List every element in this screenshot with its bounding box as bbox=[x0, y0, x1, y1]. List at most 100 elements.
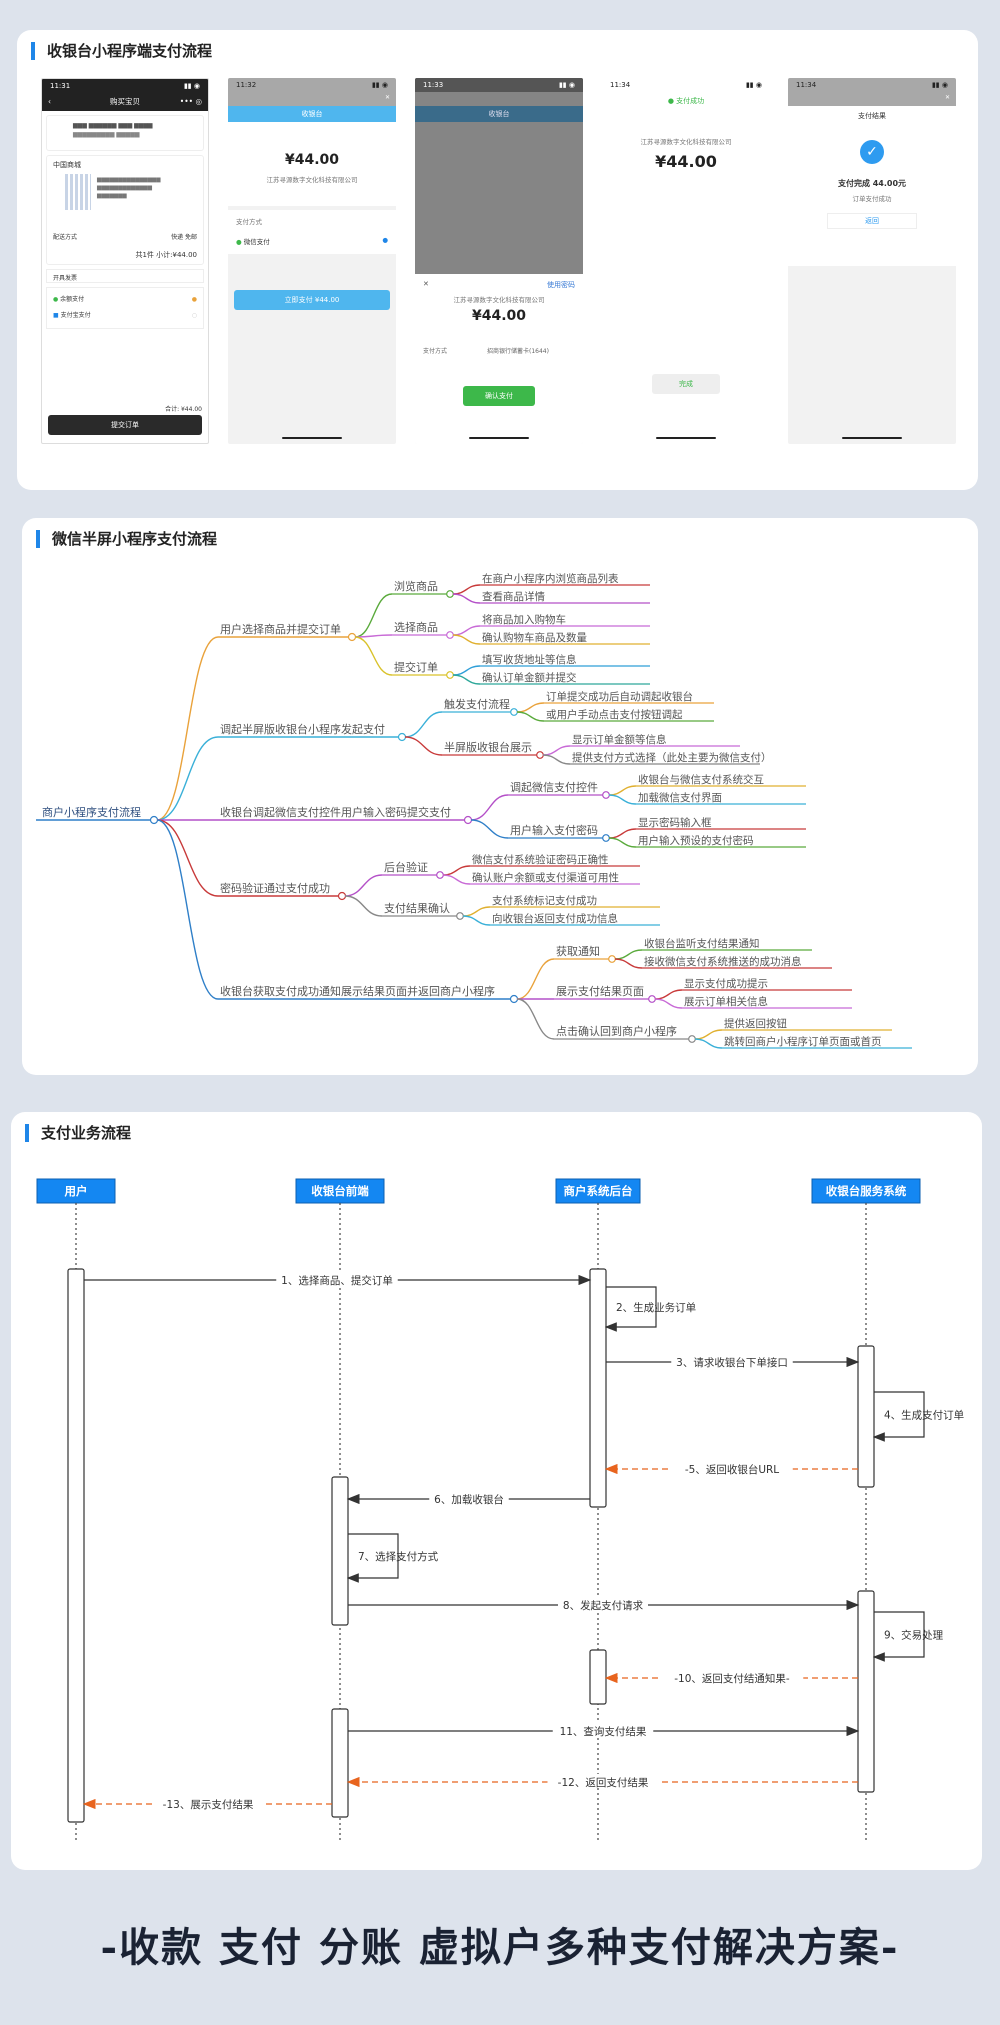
method-wechat[interactable]: ● 微信支付● bbox=[236, 236, 388, 246]
pay-now-button[interactable]: 立即支付 ¥44.00 bbox=[234, 290, 390, 310]
result-sub: 订单支付成功 bbox=[852, 195, 892, 203]
close-icon[interactable]: ✕ bbox=[384, 94, 390, 101]
merchant-name: 江苏寻源数字文化科技有限公司 bbox=[266, 176, 358, 184]
back-button[interactable]: 返回 bbox=[827, 213, 917, 229]
mindmap-leaf-connector bbox=[452, 593, 481, 604]
mindmap-leaf-connector bbox=[452, 634, 481, 645]
message-label: 3、请求收银台下单接口 bbox=[676, 1356, 788, 1369]
check-icon: ● bbox=[382, 236, 388, 244]
mindmap-leaf-label: 提供返回按钮 bbox=[724, 1017, 787, 1030]
mindmap-leaf-label: 微信支付系统验证密码正确性 bbox=[472, 853, 609, 866]
result-status: 支付完成 44.00元 bbox=[837, 179, 907, 188]
mindmap-leaf-connector bbox=[654, 998, 683, 1009]
mindmap-branch-connector bbox=[156, 819, 219, 1000]
pay-option-balance-label: 余额支付 bbox=[60, 296, 85, 303]
mindmap-leaf-label: 在商户小程序内浏览商品列表 bbox=[482, 572, 619, 585]
done-button[interactable]: 完成 bbox=[652, 374, 720, 394]
mindmap-leaf-label: 接收微信支付系统推送的成功消息 bbox=[644, 955, 802, 968]
nav-bar: ‹ 购买宝贝 ••• ◎ bbox=[42, 93, 208, 111]
home-indicator bbox=[842, 437, 902, 439]
mindmap-leaf-label: 显示密码输入框 bbox=[638, 816, 712, 829]
mindmap-branch-label: 调起半屏版收银台小程序发起支付 bbox=[220, 722, 385, 736]
wechat-bar: ✕ bbox=[228, 92, 396, 106]
message-label-bg bbox=[547, 1774, 659, 1788]
address-card[interactable]: ▆▆▆ ▆▆▆▆▆▆ ▆▆▆ ▆▆▆▆ ▆▆▆▆▆▆▆▆▆ ▆▆▆▆▆ bbox=[46, 115, 204, 151]
footer-slogan: -收款 支付 分账 虚拟户多种支付解决方案- bbox=[100, 1924, 900, 1971]
success-check-icon: ● bbox=[667, 97, 674, 105]
use-password-link[interactable]: 使用密码 bbox=[547, 281, 575, 289]
mindmap-leaf-connector bbox=[694, 1029, 723, 1040]
method-block: 支付方式 ● 微信支付● bbox=[228, 210, 396, 254]
subtotal: 共1件 小计:¥44.00 bbox=[135, 251, 197, 259]
confirm-pay-button[interactable]: 确认支付 bbox=[463, 386, 535, 406]
mindmap-child-node bbox=[510, 708, 518, 716]
merchant-name: 江苏寻源数字文化科技有限公司 bbox=[453, 296, 545, 304]
mindmap-leaf-connector bbox=[442, 865, 471, 876]
actor-label: 收银台前端 bbox=[311, 1184, 369, 1198]
activation-box bbox=[857, 1345, 875, 1488]
mindmap-child-connector bbox=[354, 636, 393, 676]
mindmap-leaf-label: 订单提交成功后自动调起收银台 bbox=[546, 690, 693, 703]
signal-icon: ▮▮ ◉ bbox=[183, 82, 200, 90]
mindmap-root-label: 商户小程序支付流程 bbox=[42, 805, 141, 819]
success-status: ● 支付成功 bbox=[602, 96, 770, 106]
goods-card: 中国商城 ▆▆▆▆▆▆▆▆▆▆▆▆▆▆▆▆▆▆▆▆▆▆▆▆▆▆▆▆▆▆▆▆▆▆▆… bbox=[46, 155, 204, 265]
pay-option-balance[interactable]: ● 余额支付● bbox=[53, 292, 197, 308]
mindmap-leaf-connector bbox=[614, 949, 643, 960]
mindmap-child-label: 浏览商品 bbox=[394, 579, 438, 593]
product-desc: ▆▆▆▆▆▆▆▆▆▆▆▆▆▆▆▆▆▆▆▆▆▆▆▆▆▆▆▆▆▆▆▆▆▆▆ bbox=[97, 177, 161, 199]
mindmap-leaf-label: 显示支付成功提示 bbox=[684, 977, 768, 990]
mindmap-child-connector bbox=[354, 593, 393, 638]
mindmap-leaf-label: 支付系统标记支付成功 bbox=[492, 894, 597, 907]
phone-result-screen: 11:34▮▮ ◉ ✕ 支付结果 ✓ 支付完成 44.00元 订单支付成功 返回 bbox=[788, 78, 956, 444]
phone-success-screen: 11:34▮▮ ◉ ● 支付成功 江苏寻源数字文化科技有限公司 ¥44.00 完… bbox=[602, 78, 770, 444]
status-bar: 11:33▮▮ ◉ bbox=[415, 78, 583, 92]
mindmap-leaf-label: 收银台与微信支付系统交互 bbox=[638, 773, 764, 786]
menu-icon[interactable]: ••• ◎ bbox=[179, 97, 202, 106]
phone-cashier-screen: 11:32▮▮ ◉ ✕ 收银台 ¥44.00 江苏寻源数字文化科技有限公司 支付… bbox=[228, 78, 396, 444]
signal-icon: ▮▮ ◉ bbox=[371, 81, 388, 89]
message-label: 2、生成业务订单 bbox=[616, 1301, 696, 1314]
store-name: 中国商城 bbox=[53, 161, 81, 169]
mindmap-leaf-connector bbox=[442, 874, 471, 885]
close-icon[interactable]: ✕ bbox=[944, 94, 950, 101]
mindmap-leaf-label: 确认订单金额并提交 bbox=[482, 671, 577, 684]
home-indicator bbox=[282, 437, 342, 439]
section-title-sequence: 支付业务流程 bbox=[25, 1124, 131, 1142]
submit-order-button[interactable]: 提交订单 bbox=[48, 415, 202, 435]
sheet-method-row[interactable]: 支付方式招商银行储蓄卡(1644) bbox=[415, 324, 583, 355]
amount: ¥44.00 bbox=[284, 152, 340, 168]
mindmap-child-connector bbox=[516, 958, 555, 1000]
message-label-bg bbox=[276, 1272, 398, 1286]
status-bar: 11:34▮▮ ◉ bbox=[602, 78, 770, 92]
back-icon[interactable]: ‹ bbox=[48, 97, 51, 106]
mindmap-child-label: 触发支付流程 bbox=[444, 697, 510, 711]
message-label: 7、选择支付方式 bbox=[358, 1550, 439, 1563]
mindmap-child-label: 支付结果确认 bbox=[384, 902, 450, 915]
section-mindmap: 微信半屏小程序支付流程 商户小程序支付流程用户选择商品并提交订单浏览商品在商户小… bbox=[22, 518, 978, 1075]
mindmap-branch-label: 收银台获取支付成功通知展示结果页面并返回商户小程序 bbox=[220, 984, 495, 998]
mindmap-leaf-label: 将商品加入购物车 bbox=[482, 613, 566, 626]
amount: ¥44.00 bbox=[471, 308, 527, 324]
mindmap-child-connector bbox=[470, 819, 509, 839]
amount: ¥44.00 bbox=[655, 152, 717, 171]
activation-box bbox=[589, 1268, 607, 1508]
pay-option-alipay[interactable]: ■ 支付宝支付○ bbox=[53, 308, 197, 324]
mindmap-child-label: 后台验证 bbox=[384, 860, 428, 874]
success-check-icon: ✓ bbox=[860, 140, 884, 164]
amount-block: ¥44.00 江苏寻源数字文化科技有限公司 bbox=[228, 122, 396, 206]
message-label: -5、返回收银台URL bbox=[685, 1463, 779, 1476]
message-label: 8、发起支付请求 bbox=[563, 1599, 644, 1612]
message-label: -12、返回支付结果 bbox=[558, 1776, 649, 1789]
invoice-row[interactable]: 开具发票 bbox=[46, 269, 204, 283]
mindmap-child-node bbox=[446, 631, 454, 639]
mindmap-child-node bbox=[648, 995, 656, 1003]
mindmap-branch-node bbox=[463, 815, 473, 825]
mindmap-child-connector bbox=[354, 634, 393, 638]
success-amount-block: 江苏寻源数字文化科技有限公司 ¥44.00 bbox=[602, 136, 770, 171]
mindmap-child-node bbox=[536, 751, 544, 759]
mindmap-leaf-label: 显示订单金额等信息 bbox=[572, 733, 667, 746]
section-cashier-screens: 收银台小程序端支付流程 11:31▮▮ ◉ ‹ 购买宝贝 ••• ◎ ▆▆▆ ▆… bbox=[17, 30, 978, 490]
close-icon[interactable]: ✕ bbox=[423, 280, 429, 288]
